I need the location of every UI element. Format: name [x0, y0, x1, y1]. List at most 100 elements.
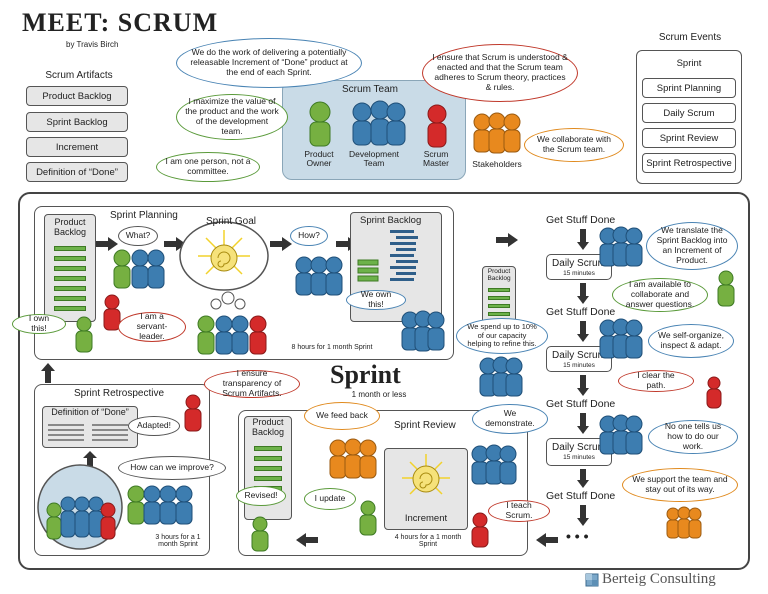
backlog-item — [54, 266, 86, 271]
bubble-transparency: I ensure transparency of Scrum Artifacts… — [204, 368, 300, 398]
bubble-update: I update — [304, 488, 356, 510]
sprint-planning-title: Sprint Planning — [110, 210, 178, 221]
event-sprint-planning[interactable]: Sprint Planning — [642, 78, 736, 98]
daily-scrum-label: Daily Scrum — [552, 258, 606, 269]
backlog-item — [488, 296, 510, 300]
dev-team-icon — [599, 414, 643, 455]
backlog-item — [254, 446, 282, 451]
gsd-label: Get Stuff Done — [546, 306, 616, 318]
team-icon — [113, 249, 165, 289]
arrow-down-icon — [577, 505, 589, 526]
event-daily-scrum[interactable]: Daily Scrum — [642, 103, 736, 123]
bubble-self-organize: We self-organize, inspect & adapt. — [648, 324, 734, 358]
product-backlog-mini-label: Product Backlog — [487, 268, 511, 283]
daily-scrum-time: 15 minutes — [563, 362, 595, 369]
bubble-teach: I teach Scrum. — [488, 500, 550, 522]
scrum-master-icon — [427, 104, 447, 148]
event-sprint-retrospective[interactable]: Sprint Retrospective — [642, 153, 736, 173]
artifact-definition-of-done[interactable]: Definition of “Done” — [26, 162, 128, 182]
sprint-review-title: Sprint Review — [394, 420, 456, 431]
bubble-i-own-this: I own this! — [12, 313, 66, 334]
dev-team-label: Development Team — [348, 149, 400, 169]
nautilus-icon — [402, 454, 450, 495]
arrow-left-icon — [536, 533, 558, 547]
bubble-own-this: We own this! — [346, 289, 406, 310]
arrow-right-icon — [164, 237, 186, 251]
product-owner-icon — [251, 516, 269, 552]
stakeholders-icon — [473, 112, 521, 154]
sprint-title: Sprint — [330, 360, 401, 389]
dev-team-icon — [352, 100, 406, 146]
backlog-item — [254, 466, 282, 471]
sprint-retrospective-title: Sprint Retrospective — [74, 388, 165, 399]
backlog-item — [54, 256, 86, 261]
product-owner-icon — [309, 101, 331, 147]
team-people-icons — [309, 100, 447, 148]
product-owner-label: Product Owner — [304, 149, 334, 169]
brand-name: Berteig Consulting — [602, 571, 716, 587]
dev-team-icon — [599, 226, 643, 267]
bubble-scrum-master: I ensure that Scrum is understood & enac… — [422, 44, 578, 102]
arrow-down-icon — [577, 375, 589, 396]
bubble-translate: We translate the Sprint Backlog into an … — [646, 222, 738, 270]
retro-timebox: 3 hours for a 1 month Sprint — [155, 534, 201, 548]
bubble-feedback: We feed back — [304, 402, 380, 430]
bubble-demonstrate: We demonstrate. — [472, 404, 548, 434]
backlog-item — [488, 304, 510, 308]
artifact-sprint-backlog[interactable]: Sprint Backlog — [26, 112, 128, 132]
berteig-logo-icon — [585, 573, 599, 587]
dev-team-icon — [471, 444, 517, 485]
planning-timebox: 8 hours for 1 month Sprint — [291, 344, 373, 351]
backlog-item — [54, 296, 86, 301]
event-sprint[interactable]: Sprint — [642, 54, 736, 72]
events-box — [636, 50, 742, 184]
arrow-up-icon — [41, 363, 55, 383]
gsd-label: Get Stuff Done — [546, 398, 616, 410]
backlog-item — [488, 312, 510, 316]
arrow-down-icon — [577, 469, 589, 488]
sprint-frame — [18, 192, 750, 570]
bubble-dev-team: We do the work of delivering a potential… — [176, 38, 362, 88]
backlog-item — [54, 306, 86, 311]
bubble-support: We support the team and stay out of its … — [622, 468, 738, 502]
sprint-backlog-tasks — [357, 230, 418, 282]
sprint-goal-cloud — [179, 221, 269, 291]
arrow-left-icon — [296, 533, 318, 547]
daily-scrum-time: 15 minutes — [563, 270, 595, 277]
events-heading: Scrum Events — [658, 32, 722, 43]
event-sprint-review[interactable]: Sprint Review — [642, 128, 736, 148]
gsd-label: Get Stuff Done — [546, 490, 616, 502]
artifact-increment[interactable]: Increment — [26, 137, 128, 157]
arrow-right-icon — [96, 237, 118, 251]
backlog-item — [488, 288, 510, 292]
review-timebox: 4 hours for a 1 month Sprint — [394, 534, 462, 548]
dev-team-icon — [479, 356, 523, 397]
bubble-what: What? — [118, 226, 158, 246]
scrum-master-icon — [184, 394, 202, 432]
dod-checklist — [48, 424, 128, 441]
backlog-item — [254, 456, 282, 461]
product-backlog-review-label: Product Backlog — [251, 417, 285, 437]
sprint-subtitle: 1 month or less — [351, 390, 407, 399]
page-title: MEET: SCRUM — [22, 8, 219, 37]
arrow-down-icon — [577, 229, 589, 250]
arrow-down-icon — [577, 321, 589, 342]
bubble-improve: How can we improve? — [118, 456, 226, 480]
product-owner-icon — [75, 316, 93, 353]
team-icon — [197, 315, 267, 355]
backlog-item — [54, 276, 86, 281]
artifacts-heading: Scrum Artifacts — [45, 70, 113, 81]
bubble-adapted: Adapted! — [128, 416, 180, 436]
product-owner-icon — [359, 500, 377, 536]
artifact-product-backlog[interactable]: Product Backlog — [26, 86, 128, 106]
team-heading: Scrum Team — [342, 84, 398, 95]
dev-team-icon — [599, 318, 643, 359]
definition-of-done-label: Definition of “Done” — [51, 407, 129, 417]
bubble-available: I am available to collaborate and answer… — [612, 278, 708, 312]
thought-dots — [210, 291, 246, 310]
arrow-down-icon — [577, 283, 589, 304]
increment-label: Increment — [404, 513, 448, 524]
product-owner-icon — [717, 270, 735, 307]
backlog-item — [254, 476, 282, 481]
dev-team-icon — [401, 310, 445, 352]
